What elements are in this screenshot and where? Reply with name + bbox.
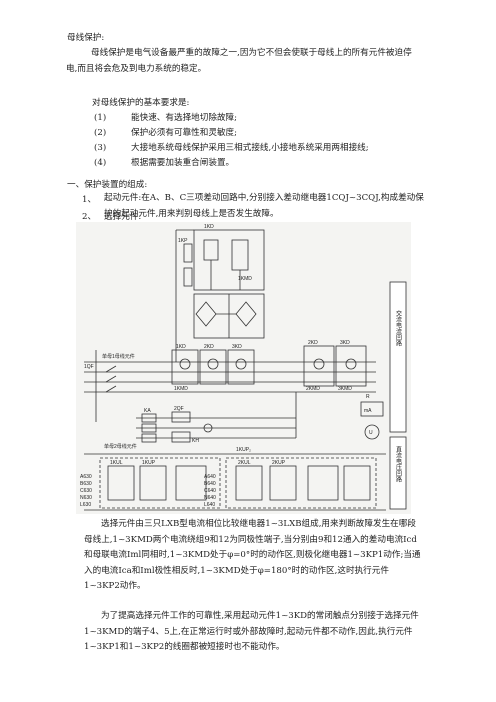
item-1-num: 1、 (82, 195, 97, 205)
req-2-text: 保护必须有可靠性和灵敏度; (131, 128, 238, 138)
label-kup-2: 2KUP (272, 460, 286, 466)
label-kmd-a: 1KMD (174, 386, 188, 392)
req-3-text: 大接地系统母线保护采用三相式接线,小接地系统采用两相接线; (131, 143, 369, 153)
label-kmd-c: 3KMD (338, 386, 352, 392)
label-c640: C640 (204, 488, 216, 494)
label-kd-d: 2KD (308, 340, 318, 346)
right-relay-group (225, 457, 377, 509)
label-dc-bar: 直流电压回路 (395, 445, 402, 483)
label-b630: B630 (80, 481, 92, 487)
label-b640: B640 (204, 481, 216, 487)
label-ka: KA (144, 408, 151, 414)
req-4-num: (4) (94, 158, 107, 168)
left-relay-group (99, 457, 221, 509)
label-kp-left: 1KP (178, 238, 188, 244)
label-a630: A630 (80, 474, 92, 480)
top-relay-box (193, 229, 265, 291)
label-bus-1: 单母1母线元件 (102, 353, 135, 360)
label-c630: C630 (80, 488, 92, 494)
label-kd-a: 1KD (176, 344, 186, 350)
label-kul-2: 2KUL (238, 460, 251, 466)
label-qf: 1QF (84, 364, 94, 370)
item-1-text: 起动元件:在A、B、C三项差动回路中,分别接入差动继电器1CQJ~3CQJ,构成… (104, 193, 424, 219)
label-ml: mA (364, 408, 372, 414)
circuit-wiring (84, 229, 407, 511)
doc-title: 母线保护: (67, 33, 105, 43)
label-kd-b: 2KD (204, 344, 214, 350)
ac-current-bar (389, 281, 407, 433)
label-kd-c: 3KD (232, 344, 242, 350)
intro-paragraph: 母线保护是电气设备最严重的故障之一,因为它不但会使联于母线上的所有元件被迫停电,… (66, 48, 412, 74)
label-kh: KH (192, 438, 199, 444)
circuit-diagram: 1KD 1KP 1KMD 1KD 2KD 3KD 2KD 3KD 1KMD 2K… (76, 222, 411, 514)
label-l630: L630 (80, 502, 91, 508)
label-kmd-right: 1KMD (238, 276, 252, 282)
req-2-num: (2) (94, 128, 107, 138)
req-3-num: (3) (94, 143, 107, 153)
dc-voltage-bar (389, 436, 407, 510)
label-bus-2: 单母2母线元件 (104, 443, 137, 450)
label-kd-top: 1KD (204, 224, 214, 230)
req-1-num: (1) (94, 113, 107, 123)
label-qf2: 2QF (174, 406, 184, 412)
item-2-num: 2、 (82, 212, 97, 222)
label-u: U (369, 430, 373, 436)
item-2-text: 选择元件: (104, 212, 142, 222)
label-n640: N640 (204, 495, 216, 501)
section-heading: 一、保护装置的组成: (67, 180, 148, 190)
circuit-svg: 1KD 1KP 1KMD 1KD 2KD 3KD 2KD 3KD 1KMD 2K… (76, 222, 411, 514)
selection-paragraph-1: 选择元件由三只LXB型电流相位比较继电器1~3LXB组成,用来判断故障发生在哪段… (84, 519, 421, 591)
req-4-text: 根据需要加装重合闸装置。 (131, 158, 235, 168)
requirements-intro: 对母线保护的基本要求是: (92, 98, 190, 108)
label-a640: A640 (204, 474, 216, 480)
req-1-text: 能快速、有选择地切除故障; (131, 113, 238, 123)
label-kup2: 1KUP₂ (236, 447, 251, 453)
label-ac-bar: 交流电流回路 (395, 309, 402, 347)
label-kd-e: 3KD (340, 340, 350, 346)
label-l640: L640 (204, 502, 215, 508)
label-kup-1: 1KUP (142, 460, 156, 466)
label-r: R (366, 394, 370, 400)
label-n630: N630 (80, 495, 92, 501)
label-kmd-b: 2KMD (306, 386, 320, 392)
label-kul-1: 1KUL (110, 460, 123, 466)
selection-paragraph-2: 为了提高选择元件工作的可靠性,采用起动元件1~3KD的常闭触点分别接于选择元件1… (84, 611, 419, 652)
